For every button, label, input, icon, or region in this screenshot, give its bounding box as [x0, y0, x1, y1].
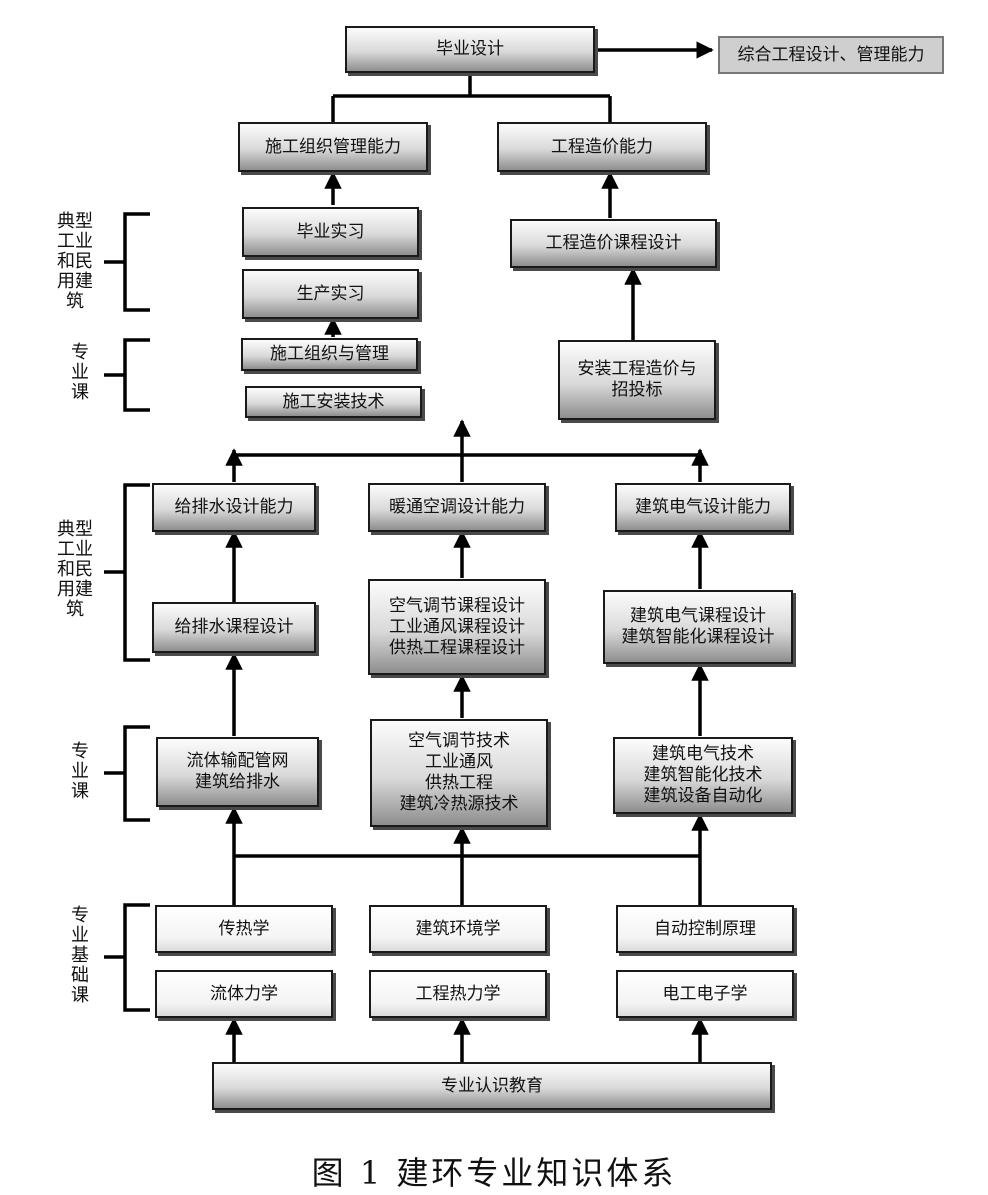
- cost-ability-label: 工程造价能力: [551, 136, 653, 157]
- install-cost-box: 安装工程造价与 招投标: [558, 340, 716, 420]
- construction-install-box: 施工安装技术: [245, 386, 422, 418]
- production-internship-label: 生产实习: [296, 283, 365, 304]
- side-label-text: 专: [71, 342, 89, 363]
- hvac-prof-box: 空气调节技术 工业通风 供热工程 建筑冷热源技术: [370, 719, 548, 827]
- heat-transfer-label: 传热学: [218, 918, 270, 939]
- side-label-text: 课: [71, 781, 89, 802]
- heat-transfer-box: 传热学: [155, 905, 333, 953]
- plumbing-ability-label: 给排水设计能力: [174, 497, 294, 517]
- building-env-label: 建筑环境学: [415, 918, 501, 939]
- plumbing-ability-box: 给排水设计能力: [152, 483, 316, 532]
- orientation-box: 专业认识教育: [212, 1062, 772, 1110]
- side-label-text: 础: [71, 965, 89, 986]
- comprehensive-ability-label: 综合工程设计、管理能力: [737, 44, 925, 65]
- electronics-box: 电工电子学: [616, 970, 794, 1018]
- side-label-text: 基: [71, 945, 89, 966]
- electrical-prof-line-3: 建筑设备自动化: [643, 786, 763, 806]
- electrical-course-line-2: 建筑智能化课程设计: [621, 627, 775, 647]
- electrical-ability-label: 建筑电气设计能力: [635, 497, 771, 517]
- side-label-text: 业: [71, 925, 89, 946]
- hvac-ability-box: 暖通空调设计能力: [368, 483, 546, 532]
- eng-thermo-label: 工程热力学: [415, 983, 501, 1004]
- cost-course-design-box: 工程造价课程设计: [510, 219, 717, 268]
- side-label-text: 筑: [66, 599, 84, 620]
- eng-thermo-box: 工程热力学: [369, 970, 547, 1018]
- hvac-prof-line-2: 工业通风: [425, 752, 493, 772]
- electronics-label: 电工电子学: [662, 983, 748, 1004]
- electrical-prof-line-2: 建筑智能化技术: [643, 765, 763, 785]
- side-label-text: 工业: [57, 231, 93, 252]
- side-label-text: 课: [71, 382, 89, 403]
- construction-install-label: 施工安装技术: [282, 391, 385, 412]
- cost-ability-box: 工程造价能力: [497, 122, 707, 172]
- side-label-text: 专: [71, 741, 89, 762]
- hvac-course-line-2: 工业通风课程设计: [389, 616, 525, 637]
- electrical-prof-box: 建筑电气技术 建筑智能化技术 建筑设备自动化: [613, 737, 793, 814]
- side-label-text: 筑: [66, 291, 84, 312]
- construction-mgmt-ability-box: 施工组织管理能力: [238, 122, 428, 172]
- side-label-foundation: 专 业 基 础 课: [60, 906, 100, 1006]
- electrical-prof-line-1: 建筑电气技术: [652, 744, 754, 764]
- electrical-course-line-1: 建筑电气课程设计: [630, 606, 766, 626]
- side-label-text: 和民: [57, 559, 93, 580]
- construction-org-label: 施工组织与管理: [270, 344, 389, 364]
- hvac-prof-line-3: 供热工程: [425, 773, 493, 793]
- orientation-label: 专业认识教育: [441, 1075, 543, 1096]
- comprehensive-ability-box: 综合工程设计、管理能力: [718, 36, 944, 74]
- graduation-internship-label: 毕业实习: [296, 221, 365, 242]
- electrical-ability-box: 建筑电气设计能力: [615, 483, 791, 532]
- plumbing-prof-line-1: 流体输配管网: [186, 751, 289, 771]
- plumbing-course-box: 给排水课程设计: [152, 602, 316, 653]
- auto-control-box: 自动控制原理: [616, 905, 794, 953]
- hvac-course-line-3: 供热工程课程设计: [389, 637, 525, 658]
- side-label-professional-2: 专 业 课: [60, 742, 100, 802]
- side-label-text: 课: [71, 985, 89, 1006]
- fluid-mechanics-box: 流体力学: [155, 970, 333, 1018]
- construction-org-box: 施工组织与管理: [241, 338, 418, 371]
- side-label-text: 专: [71, 905, 89, 926]
- auto-control-label: 自动控制原理: [654, 918, 756, 939]
- side-label-text: 用建: [57, 579, 93, 600]
- side-label-text: 典型: [57, 519, 93, 540]
- side-label-text: 和民: [57, 251, 93, 272]
- fluid-mechanics-label: 流体力学: [210, 983, 278, 1004]
- graduation-design-box: 毕业设计: [345, 26, 595, 73]
- hvac-prof-line-4: 建筑冷热源技术: [399, 794, 519, 814]
- construction-mgmt-ability-label: 施工组织管理能力: [265, 136, 401, 157]
- plumbing-course-label: 给排水课程设计: [174, 617, 294, 637]
- electrical-course-box: 建筑电气课程设计 建筑智能化课程设计: [603, 590, 793, 664]
- install-cost-line-1: 安装工程造价与: [577, 359, 697, 379]
- install-cost-line-2: 招投标: [611, 380, 663, 400]
- side-label-typical-2: 典型 工业 和民 用建 筑: [50, 520, 100, 620]
- graduation-internship-box: 毕业实习: [242, 207, 419, 257]
- hvac-prof-line-1: 空气调节技术: [408, 731, 510, 751]
- cost-course-design-label: 工程造价课程设计: [545, 233, 682, 253]
- side-label-text: 工业: [57, 539, 93, 560]
- side-label-text: 用建: [57, 271, 93, 292]
- graduation-design-label: 毕业设计: [436, 39, 504, 59]
- side-label-text: 业: [71, 761, 89, 782]
- side-label-text: 典型: [57, 211, 93, 232]
- plumbing-prof-line-2: 建筑给排水: [195, 772, 280, 792]
- plumbing-prof-box: 流体输配管网 建筑给排水: [156, 737, 319, 807]
- hvac-course-line-1: 空气调节课程设计: [389, 595, 525, 616]
- side-label-typical-1: 典型 工业 和民 用建 筑: [50, 212, 100, 312]
- building-env-box: 建筑环境学: [369, 905, 547, 953]
- production-internship-box: 生产实习: [242, 269, 419, 319]
- hvac-course-box: 空气调节课程设计 工业通风课程设计 供热工程课程设计: [368, 579, 546, 675]
- figure-caption: 图 1 建环专业知识体系: [311, 1154, 677, 1192]
- side-label-text: 业: [71, 362, 89, 383]
- side-label-professional-1: 专 业 课: [60, 343, 100, 403]
- hvac-ability-label: 暖通空调设计能力: [389, 497, 525, 517]
